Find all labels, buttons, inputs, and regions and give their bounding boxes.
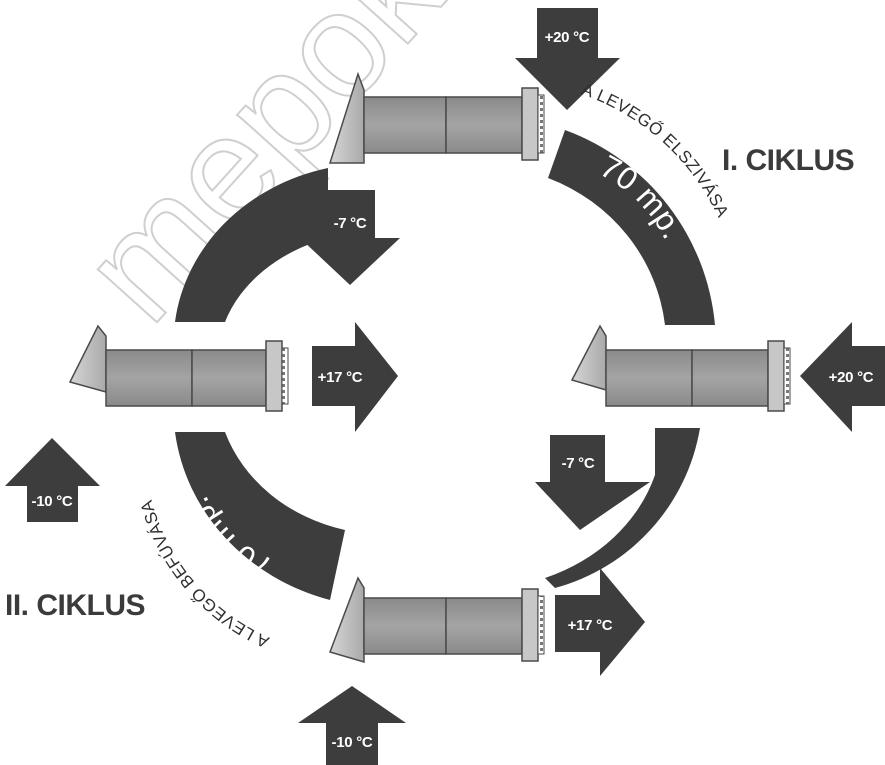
cycle-2-title: II. CIKLUS [5, 589, 145, 622]
arrow-bottom-left-up: -10 °C [5, 438, 100, 522]
arrow-top-left-down: -7 °C [300, 190, 400, 285]
arrow-left-right: +17 °C [312, 322, 398, 432]
arrow-right-left-label: +20 °C [829, 369, 874, 386]
arrow-left-right-label: +17 °C [318, 369, 363, 386]
ventilator-unit-top [328, 71, 545, 164]
arrow-bottom-left-up-label: -10 °C [32, 493, 73, 510]
ventilator-unit-left [68, 324, 289, 412]
arrow-right-lower-down: -7 °C [535, 435, 650, 530]
arc-lower-left [175, 432, 345, 600]
arc-upper-right [548, 130, 715, 325]
arrow-top-left-down-label: -7 °C [334, 215, 367, 232]
arrow-bottom-up: -10 °C [298, 686, 406, 765]
arrow-bottom-right-right-label: +17 °C [568, 617, 613, 634]
arrow-bottom-right-right: +17 °C [555, 568, 645, 676]
arrow-top-down-label: +20 °C [545, 29, 590, 46]
arrow-top-down: +20 °C [515, 8, 620, 110]
arc-lower-right [545, 428, 700, 588]
ventilator-unit-right [570, 324, 791, 412]
arrow-right-lower-down-label: -7 °C [562, 455, 595, 472]
ventilator-unit-bottom [329, 576, 545, 664]
cycle-1-title: I. CIKLUS [722, 144, 854, 177]
watermark-text: mepok [49, 0, 476, 351]
arc-upper-left [175, 168, 328, 322]
arrow-bottom-up-label: -10 °C [332, 734, 373, 751]
arrow-right-left: +20 °C [800, 322, 885, 432]
